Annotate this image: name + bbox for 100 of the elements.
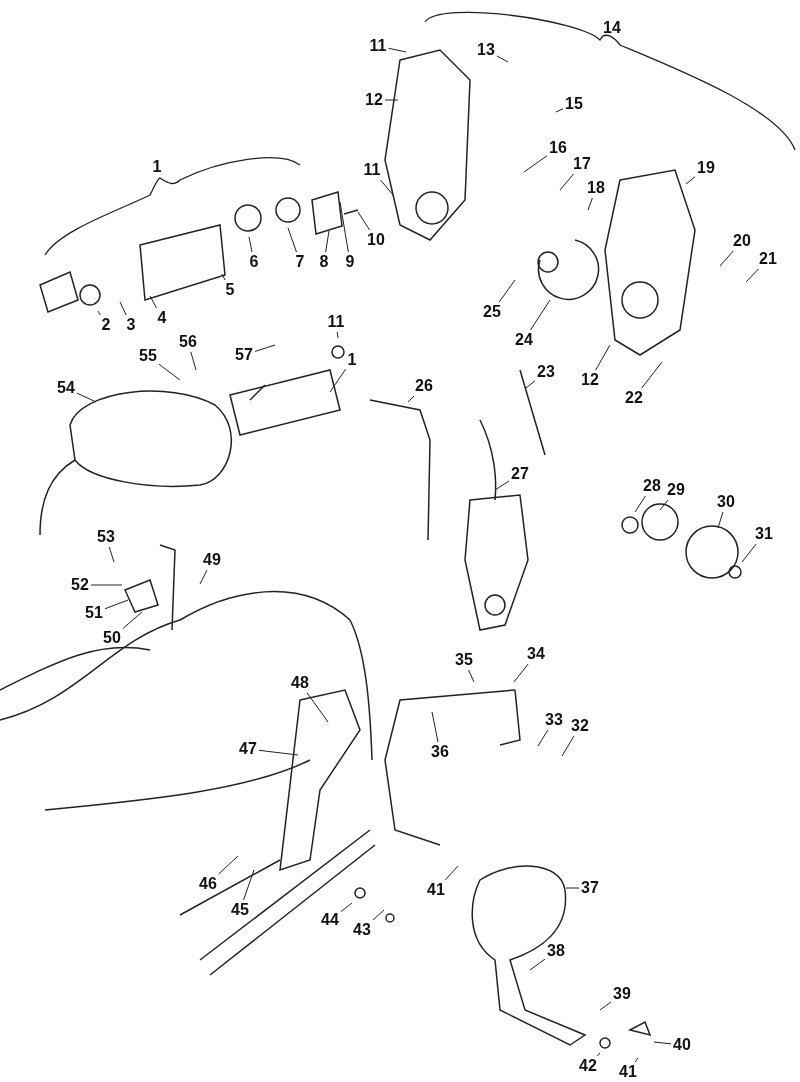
leader-line <box>76 392 97 403</box>
leader-line <box>431 711 439 743</box>
callout-number: 18 <box>587 180 605 196</box>
callout-number: 11 <box>363 162 381 178</box>
callout-number: 53 <box>97 529 115 545</box>
leader-line <box>104 599 129 610</box>
leader-line <box>190 351 197 371</box>
callout-number: 12 <box>365 92 383 108</box>
leader-line <box>523 155 548 173</box>
callout-number: 28 <box>643 478 661 494</box>
leader-line <box>444 865 459 881</box>
leader-line <box>287 227 297 253</box>
callout-number: 4 <box>157 310 167 326</box>
leader-line <box>468 669 475 683</box>
leader-line <box>587 197 593 211</box>
callout-number: 57 <box>235 347 253 363</box>
callout-number: 7 <box>295 254 305 270</box>
callout-number: 11 <box>369 38 387 54</box>
callout-number: 15 <box>565 96 583 112</box>
callout-number: 12 <box>581 372 599 388</box>
leader-line <box>634 495 646 513</box>
callout-number: 5 <box>225 282 235 298</box>
callout-number: 51 <box>85 605 103 621</box>
leader-line <box>372 909 385 921</box>
callout-number: 27 <box>511 466 529 482</box>
leader-line <box>498 279 516 303</box>
leader-line <box>407 395 415 403</box>
callout-number: 22 <box>625 390 643 406</box>
callout-number: 56 <box>179 334 197 350</box>
callout-number: 8 <box>319 254 329 270</box>
callout-number: 55 <box>139 348 157 364</box>
callout-number: 1 <box>152 159 162 175</box>
leader-line <box>717 511 724 529</box>
leader-line <box>149 295 158 309</box>
callout-number: 54 <box>57 380 75 396</box>
leader-line <box>122 611 143 629</box>
callout-number: 13 <box>477 42 495 58</box>
leader-line <box>513 663 529 683</box>
callout-number: 11 <box>327 314 345 330</box>
leader-line <box>685 176 696 185</box>
leader-line <box>525 380 536 389</box>
leader-line <box>108 546 115 563</box>
leader-line <box>357 211 371 231</box>
callout-number: 24 <box>515 332 533 348</box>
leader-line <box>325 230 330 253</box>
callout-number: 45 <box>231 902 249 918</box>
callout-number: 20 <box>733 233 751 249</box>
callout-number: 38 <box>547 943 565 959</box>
callout-number: 23 <box>537 364 555 380</box>
leader-line <box>379 179 395 197</box>
leader-line <box>254 344 276 352</box>
callout-number: 46 <box>199 876 217 892</box>
callout-number: 35 <box>455 652 473 668</box>
leader-line <box>634 1057 639 1063</box>
callout-number: 9 <box>345 254 355 270</box>
callout-number: 47 <box>239 741 257 757</box>
callout-number: 41 <box>427 882 445 898</box>
leader-line <box>537 729 549 747</box>
leader-line <box>97 310 101 316</box>
leader-line <box>719 250 734 267</box>
callout-number: 44 <box>321 912 339 928</box>
callout-number: 31 <box>755 526 773 542</box>
leader-line <box>596 1052 601 1057</box>
callout-number: 49 <box>203 552 221 568</box>
leader-line <box>384 99 399 101</box>
leader-line <box>530 299 551 331</box>
callout-number: 43 <box>353 922 371 938</box>
leader-line <box>388 47 407 53</box>
callout-number: 37 <box>581 880 599 896</box>
callout-number: 10 <box>367 232 385 248</box>
leader-line <box>555 108 564 113</box>
leader-line <box>653 1041 672 1045</box>
callout-number: 29 <box>667 482 685 498</box>
leader-line <box>745 268 759 283</box>
leader-line <box>248 236 253 253</box>
callout-number: 16 <box>549 140 567 156</box>
callout-number: 40 <box>673 1037 691 1053</box>
leader-line <box>243 869 255 901</box>
callout-number: 50 <box>103 630 121 646</box>
leader-line <box>494 480 510 491</box>
callout-number: 14 <box>603 20 621 36</box>
callout-number: 30 <box>717 494 735 510</box>
leader-line <box>561 735 575 757</box>
leader-line <box>559 173 575 191</box>
callout-number: 21 <box>759 251 777 267</box>
callout-number: 39 <box>613 986 631 1002</box>
leader-line <box>659 499 669 511</box>
callout-number: 3 <box>126 317 136 333</box>
leader-line <box>329 368 346 393</box>
leader-line <box>339 201 349 253</box>
leader-line <box>741 543 757 563</box>
leader-line <box>496 55 509 63</box>
callout-number: 1 <box>347 352 357 368</box>
leader-line <box>90 584 123 586</box>
callout-number: 32 <box>571 718 589 734</box>
leader-line <box>599 1001 612 1011</box>
callout-number: 33 <box>545 712 563 728</box>
leader-line <box>258 749 299 756</box>
leader-line <box>119 301 127 316</box>
leader-line <box>158 363 181 381</box>
